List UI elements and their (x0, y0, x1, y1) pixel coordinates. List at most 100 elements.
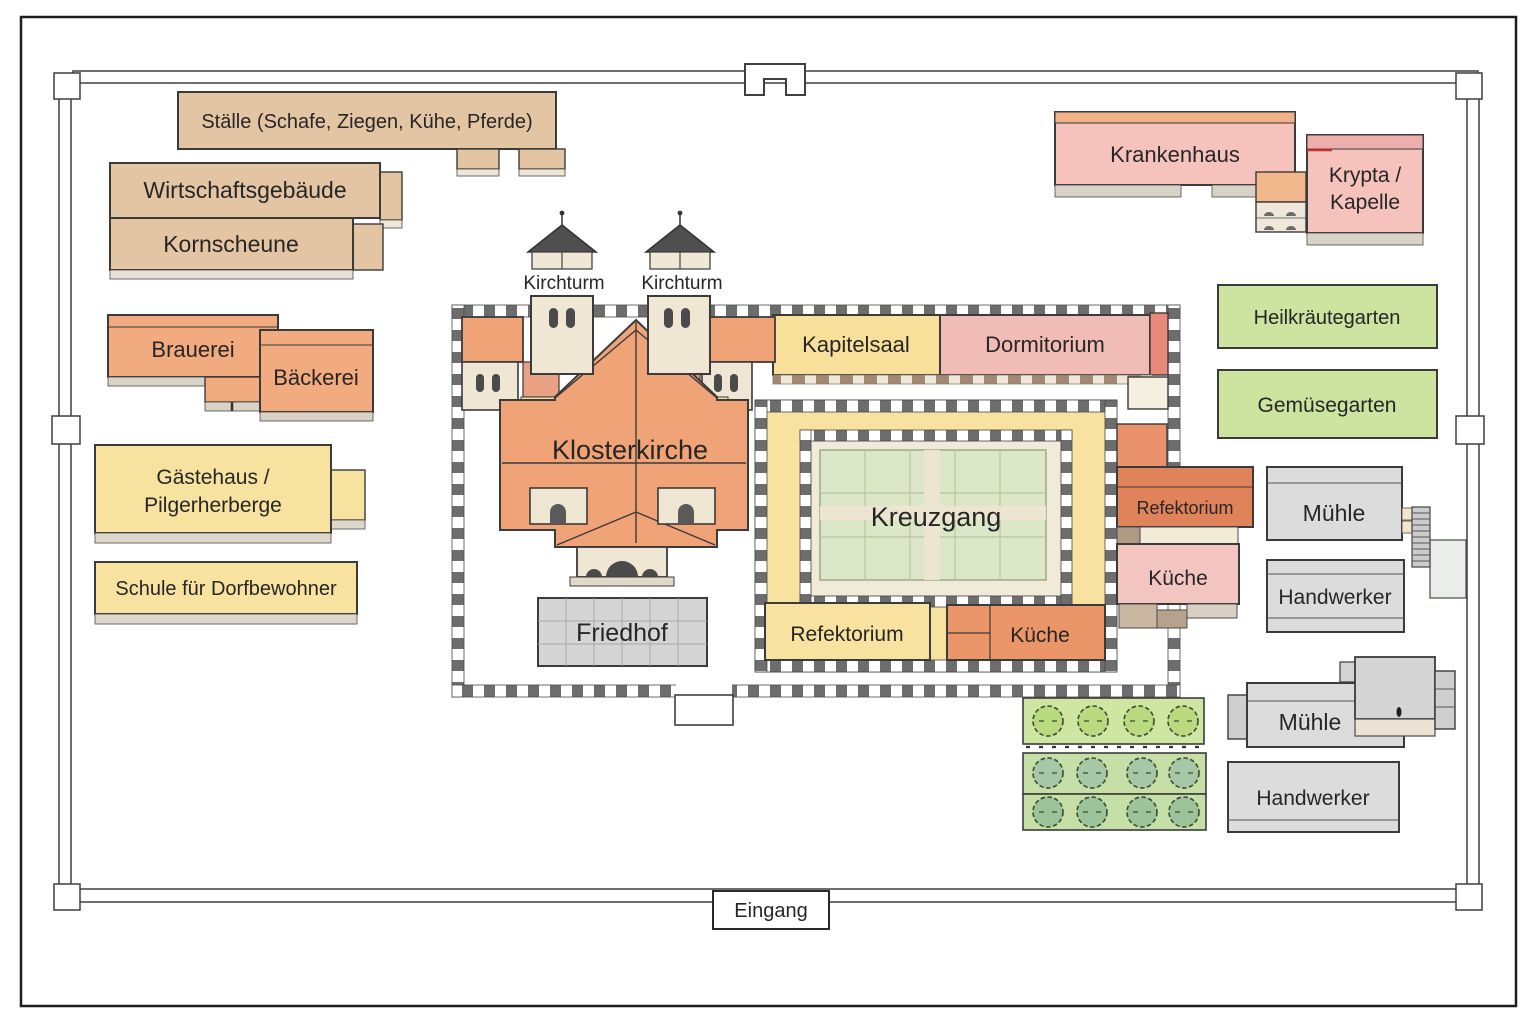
kapitelsaal-label: Kapitelsaal (802, 332, 910, 357)
klosterkirche-label: Klosterkirche (552, 435, 708, 465)
building-dormitorium: Dormitorium (939, 312, 1169, 376)
friedhof-label: Friedhof (576, 619, 668, 647)
krankenhaus-label: Krankenhaus (1110, 142, 1240, 167)
dormitorium-label: Dormitorium (985, 332, 1105, 357)
building-wirtschaftsgebaeude: Wirtschaftsgebäude (109, 162, 403, 229)
gemuesegarten-label: Gemüsegarten (1258, 394, 1397, 417)
refektorium-sued-label: Refektorium (790, 623, 903, 646)
building-handwerker-ost: Handwerker (1266, 559, 1405, 633)
building-staelle: Ställe (Schafe, Ziegen, Kühe, Pferde) (177, 91, 566, 177)
church-tower-left (530, 295, 594, 375)
entrance-eingang: Eingang (712, 890, 830, 930)
gaestehaus-label-1: Gästehaus / (156, 466, 269, 489)
fence-post-mid-left (51, 415, 81, 445)
krypta-label-2: Kapelle (1330, 191, 1400, 214)
building-kueche-sued: Küche (946, 604, 1106, 661)
orchard-strips (1022, 697, 1207, 831)
building-handwerker-sued: Handwerker (1227, 761, 1400, 833)
building-schule: Schule für Dorfbewohner (94, 561, 358, 625)
gaestehaus-shape (94, 444, 332, 534)
kornscheune-shape (109, 217, 354, 271)
gaestehaus-label-2: Pilgerherberge (144, 494, 282, 517)
east-range-passage (1139, 526, 1239, 545)
building-kornscheune: Kornscheune (109, 217, 384, 280)
muehle-ost-shape (1266, 466, 1403, 541)
building-klosterkirche: Klosterkirche (461, 295, 776, 587)
wirtschaftsgebaeude-shape (109, 162, 381, 219)
krankenhaus-shape (1054, 111, 1296, 186)
handwerker-sued-label: Handwerker (1256, 787, 1369, 810)
building-muehle-ost: Mühle (1266, 466, 1467, 599)
muehle-ost-yard (1429, 539, 1467, 599)
kirchturm-right-icon (643, 210, 717, 270)
building-kueche-ost: Küche (1116, 543, 1240, 605)
kreuzgang-label: Kreuzgang (871, 502, 1002, 532)
building-refektorium-ost: Refektorium (1116, 466, 1254, 528)
krypta-shape (1306, 134, 1424, 234)
gemuesegarten-shape (1217, 369, 1438, 439)
kirchturm-right-label: Kirchturm (641, 273, 722, 294)
fence-post-bottom-left (53, 883, 81, 911)
building-krypta-kapelle: Krypta / Kapelle (1306, 134, 1424, 246)
handwerker-ost-shape (1266, 559, 1405, 633)
muehle-sued-label: Mühle (1279, 709, 1342, 735)
precinct-gate (674, 694, 734, 726)
building-krankenhaus: Krankenhaus (1054, 111, 1296, 198)
fence-right (1466, 82, 1480, 890)
kueche-ost-shape (1116, 543, 1240, 605)
east-range-annex (1127, 376, 1169, 410)
dormitorium-end (1149, 312, 1169, 376)
building-kapitelsaal: Kapitelsaal (772, 314, 941, 376)
refektorium-ost-label: Refektorium (1136, 498, 1233, 518)
kueche-ost-label: Küche (1148, 567, 1208, 590)
fence-post-top-left (53, 72, 81, 100)
refektorium-ost-shape (1116, 466, 1254, 528)
church-ne-block (699, 316, 776, 363)
building-gaestehaus: Gästehaus / Pilgerherberge (94, 444, 366, 544)
refektorium-sued-shape (764, 602, 931, 661)
church-tower-right (647, 295, 711, 375)
muehle-ost-label: Mühle (1303, 500, 1366, 526)
fence-left (58, 82, 72, 890)
friedhof-grid (538, 598, 707, 666)
heilkraeutegarten-label: Heilkräutegarten (1254, 307, 1401, 329)
fence-post-bottom-right (1455, 883, 1483, 911)
garden-gemuesegarten: Gemüsegarten (1217, 369, 1438, 439)
fence-post-mid-right (1455, 415, 1485, 445)
church-porch-step (569, 576, 675, 587)
garden-heilkraeutegarten: Heilkräutegarten (1217, 284, 1438, 349)
building-baeckerei: Bäckerei (259, 329, 374, 422)
staelle-shape (177, 91, 557, 150)
brauerei-shape (107, 314, 279, 378)
cemetery-friedhof: Friedhof (537, 597, 708, 667)
east-range-block (1116, 423, 1168, 469)
eingang-label: Eingang (734, 900, 807, 922)
north-gate (744, 63, 806, 96)
schule-label: Schule für Dorfbewohner (115, 578, 337, 600)
staelle-label: Ställe (Schafe, Ziegen, Kühe, Pferde) (201, 111, 532, 133)
north-walk-wall (772, 374, 1153, 385)
heilkraeutegarten-shape (1217, 284, 1438, 349)
wirtschaftsgebaeude-label: Wirtschaftsgebäude (143, 177, 346, 203)
kueche-sued-label: Küche (1010, 624, 1070, 647)
fence-post-top-right (1455, 72, 1483, 100)
baeckerei-label: Bäckerei (273, 365, 359, 390)
krankenhaus-annex (1255, 171, 1307, 233)
kirchturm-left-label: Kirchturm (523, 273, 604, 294)
kornscheune-label: Kornscheune (163, 231, 299, 257)
brauerei-label: Brauerei (151, 337, 234, 362)
dormitorium-shape (939, 314, 1151, 376)
precinct-wall-bottom (451, 684, 1181, 698)
building-refektorium-sued: Refektorium (764, 602, 931, 661)
east-range-joint (1116, 526, 1141, 545)
church-nw-block (461, 316, 524, 363)
krypta-label-1: Krypta / (1329, 164, 1402, 187)
east-range-outbuildings (1118, 603, 1238, 629)
kapitelsaal-shape (772, 314, 941, 376)
muehle-sued-annex (1354, 656, 1436, 720)
handwerker-ost-label: Handwerker (1278, 586, 1391, 609)
building-brauerei: Brauerei (107, 314, 279, 412)
building-muehle-sued: Mühle (1227, 656, 1456, 748)
baeckerei-shape (259, 329, 374, 413)
